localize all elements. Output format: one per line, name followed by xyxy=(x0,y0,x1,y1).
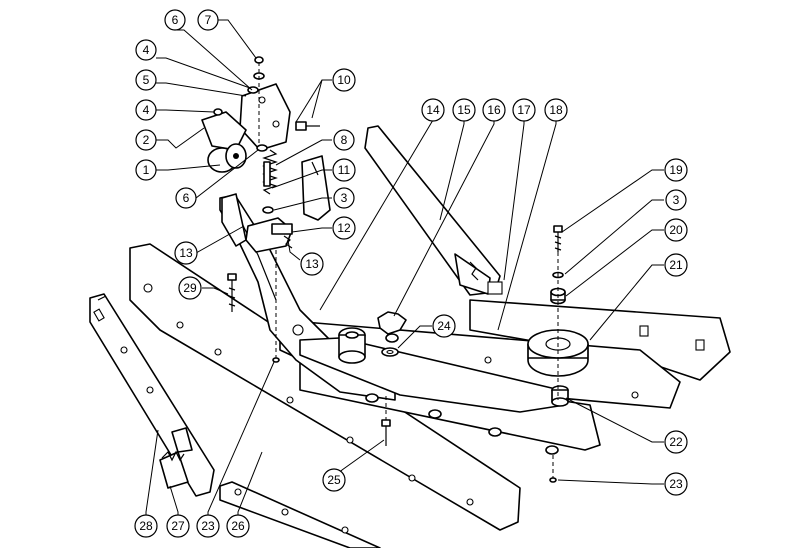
callout-2: 2 xyxy=(135,129,157,151)
callout-label: 25 xyxy=(327,473,341,487)
washer-4-left xyxy=(213,108,223,116)
callout-label: 12 xyxy=(337,221,351,235)
callout-3-right: 3 xyxy=(665,189,687,211)
callout-label: 7 xyxy=(205,13,212,27)
callout-label: 4 xyxy=(143,103,150,117)
callout-25: 25 xyxy=(322,468,346,492)
spring-clip-27 xyxy=(159,450,189,489)
callout-label: 23 xyxy=(201,519,215,533)
callout-6-mid: 6 xyxy=(175,187,197,209)
callout-label: 16 xyxy=(487,103,501,117)
callout-19: 19 xyxy=(664,158,688,182)
callout-23-right: 23 xyxy=(664,472,688,496)
bushing-22 xyxy=(551,385,569,407)
washer-3-left xyxy=(262,206,274,214)
callout-label: 11 xyxy=(338,163,351,177)
deck-panel-bottom xyxy=(219,481,381,548)
callout-label: 10 xyxy=(337,73,351,87)
callout-label: 15 xyxy=(457,103,471,117)
bolt-10 xyxy=(295,121,320,131)
callout-label: 3 xyxy=(673,193,680,207)
callout-22: 22 xyxy=(664,430,688,454)
callout-label: 18 xyxy=(549,103,563,117)
callout-4-mid: 4 xyxy=(135,99,157,121)
callout-26: 26 xyxy=(226,514,250,538)
callout-11: 11 xyxy=(332,158,356,182)
callout-label: 14 xyxy=(426,103,440,117)
callout-label: 4 xyxy=(143,43,150,57)
nut-24 xyxy=(381,347,399,357)
callout-label: 17 xyxy=(517,103,531,117)
callout-label: 27 xyxy=(171,519,185,533)
callout-6-top: 6 xyxy=(164,9,186,31)
callout-1: 1 xyxy=(135,159,157,181)
clip-28 xyxy=(171,427,193,453)
bolt-29 xyxy=(227,273,237,312)
callout-label: 13 xyxy=(179,246,193,260)
callout-label: 24 xyxy=(437,319,451,333)
callout-17: 17 xyxy=(512,98,536,122)
callout-label: 6 xyxy=(172,13,179,27)
callout-3-left: 3 xyxy=(333,187,355,209)
callout-18: 18 xyxy=(544,98,568,122)
callout-16: 16 xyxy=(482,98,506,122)
callout-12: 12 xyxy=(332,216,356,240)
stud-11 xyxy=(263,161,271,187)
belt-guard xyxy=(364,125,503,296)
callout-label: 29 xyxy=(183,281,197,295)
callout-15: 15 xyxy=(452,98,476,122)
callout-27: 27 xyxy=(166,514,190,538)
callout-label: 6 xyxy=(183,191,190,205)
callout-label: 13 xyxy=(305,257,319,271)
callout-label: 23 xyxy=(669,477,683,491)
callout-20: 20 xyxy=(664,218,688,242)
bracket-5 xyxy=(239,83,291,151)
callout-label: 26 xyxy=(231,519,245,533)
callout-label: 22 xyxy=(669,435,683,449)
plate-13-left xyxy=(221,193,247,247)
callout-24: 24 xyxy=(432,314,456,338)
washer-6-bottom xyxy=(256,144,268,152)
nut-23-right xyxy=(549,477,557,483)
callout-29: 29 xyxy=(178,276,202,300)
nut-row xyxy=(365,393,559,455)
callout-4-top: 4 xyxy=(135,39,157,61)
callout-label: 28 xyxy=(139,519,153,533)
roller-1 xyxy=(207,143,247,173)
callout-label: 2 xyxy=(143,133,150,147)
callout-13-right: 13 xyxy=(300,252,324,276)
callout-5: 5 xyxy=(135,69,157,91)
callout-label: 3 xyxy=(341,191,348,205)
callout-label: 1 xyxy=(143,163,150,177)
callout-14: 14 xyxy=(421,98,445,122)
callout-label: 21 xyxy=(669,258,683,272)
callout-label: 19 xyxy=(669,163,683,177)
bolt-19 xyxy=(553,225,563,252)
callout-23-left: 23 xyxy=(196,514,220,538)
callout-13-left: 13 xyxy=(174,241,198,265)
side-bracket xyxy=(301,155,331,221)
callout-21: 21 xyxy=(664,253,688,277)
callout-8: 8 xyxy=(333,129,355,151)
deck-panel-right xyxy=(469,299,731,381)
callout-10: 10 xyxy=(332,68,356,92)
callout-label: 5 xyxy=(143,73,150,87)
callout-7: 7 xyxy=(197,9,219,31)
callout-label: 8 xyxy=(341,133,348,147)
idler-arm xyxy=(299,327,566,413)
callout-28: 28 xyxy=(134,514,158,538)
callout-label: 20 xyxy=(669,223,683,237)
adjustment-knob xyxy=(377,311,407,343)
nut-23-left xyxy=(272,357,280,363)
